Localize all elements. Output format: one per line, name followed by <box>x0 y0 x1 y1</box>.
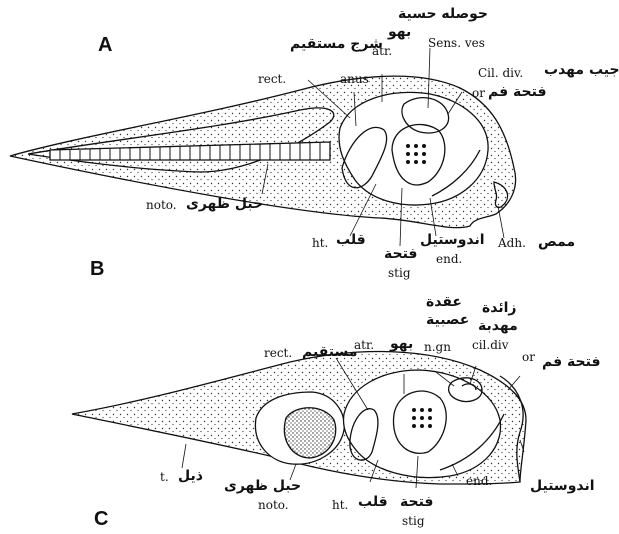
label-sens-ves-ar: حوصله حسية <box>398 6 488 22</box>
label-cil-div-ar-2: مهدبة <box>478 318 518 334</box>
panel-letter-a: A <box>98 34 112 57</box>
label-stig-b: stig <box>388 266 411 280</box>
label-cil-div-ar-b: جيب مهدب <box>544 62 619 78</box>
label-stig-c: stig <box>402 514 425 528</box>
label-noto-ar-b: حبل ظهرى <box>186 196 263 212</box>
label-n-gn-ar-2: عصبية <box>426 312 469 328</box>
label-stig-ar-c: فتحة <box>400 494 433 510</box>
label-cil-div-ar-1: زائدة <box>482 300 516 316</box>
label-atr-ar-b: بهو <box>388 24 411 40</box>
label-t: t. <box>160 470 169 484</box>
label-end-ar-c: اندوستيل <box>530 478 595 494</box>
label-rect-ar-b: شرج مستقيم <box>290 36 383 52</box>
label-ht-ar-c: قلب <box>358 494 388 510</box>
juvenile-stigmata <box>412 408 432 428</box>
label-rect-ar-c: مستقيم <box>302 344 357 360</box>
label-end-ar-b: اندوستيل <box>420 232 485 248</box>
label-rect-c: rect. <box>264 346 292 360</box>
label-noto-b: noto. <box>146 198 177 212</box>
label-t-ar: ذيل <box>178 468 203 484</box>
label-noto-c: noto. <box>258 498 289 512</box>
label-anus: anus <box>340 72 369 86</box>
label-sens-ves: Sens. ves <box>428 36 485 50</box>
label-adh-ar: ممص <box>538 234 575 250</box>
label-end-b: end. <box>436 252 462 266</box>
label-cil-div-c: cil.div <box>472 338 509 352</box>
label-ht-b: ht. <box>312 236 328 250</box>
label-ht-ar-b: قلب <box>336 232 366 248</box>
label-adh: Adh. <box>498 236 526 250</box>
juvenile-drawing <box>72 352 526 488</box>
panel-letter-b: B <box>90 258 104 281</box>
label-or-c: or <box>522 350 535 364</box>
label-or-ar-c: فتحة فم <box>542 354 600 370</box>
label-noto-ar-c: حبل ظهرى <box>224 478 301 494</box>
label-cil-div-b: Cil. div. <box>478 66 523 80</box>
label-atr-ar-c: بهو <box>390 336 413 352</box>
label-stig-ar-b: فتحة <box>384 246 417 262</box>
larva-stigmata <box>406 144 426 164</box>
panel-letter-c: C <box>94 508 108 531</box>
label-rect-b: rect. <box>258 72 286 86</box>
label-or-ar-b: فتحة فم <box>488 84 546 100</box>
label-n-gn-ar-1: عقدة <box>426 294 462 310</box>
label-n-gn: n.gn <box>424 340 451 354</box>
label-or-b: or <box>472 86 485 100</box>
label-end-c: end. <box>466 474 492 488</box>
label-ht-c: ht. <box>332 498 348 512</box>
